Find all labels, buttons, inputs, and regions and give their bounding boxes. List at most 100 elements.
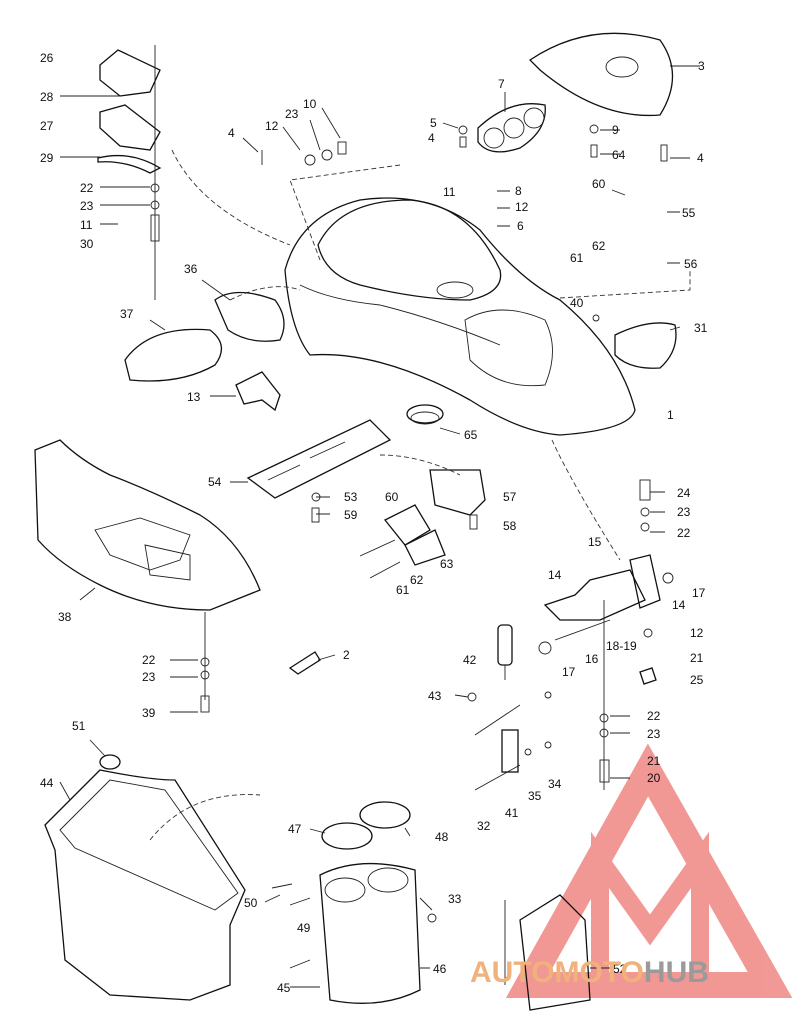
leader-lines [59, 65, 700, 988]
callout-22: 22 [142, 653, 156, 667]
callout-23: 23 [285, 107, 299, 121]
callout-51: 51 [72, 719, 86, 733]
callout-15: 15 [588, 535, 602, 549]
handle-and-seal [235, 371, 444, 425]
callout-1: 1 [667, 408, 674, 422]
callout-17: 17 [692, 586, 706, 600]
callout-63: 63 [440, 557, 454, 571]
callout-11: 11 [443, 185, 456, 199]
callout-12: 12 [265, 119, 279, 133]
callout-25: 25 [690, 673, 704, 687]
mirror-assembly [124, 291, 677, 382]
callout-22: 22 [647, 709, 661, 723]
callout-47: 47 [288, 822, 302, 836]
callout-65: 65 [464, 428, 478, 442]
callout-32: 32 [477, 819, 491, 833]
callout-41: 41 [505, 806, 519, 820]
watermark-automoto: AUTOMOTO [470, 956, 644, 989]
callout-20: 20 [647, 771, 661, 785]
callout-16: 16 [585, 652, 599, 666]
callout-7: 7 [498, 77, 505, 91]
callout-44: 44 [40, 776, 54, 790]
callout-49: 49 [297, 921, 311, 935]
callout-57: 57 [503, 490, 517, 504]
callout-12: 12 [690, 626, 704, 640]
callout-14: 14 [548, 568, 562, 582]
callout-4: 4 [228, 126, 235, 140]
callout-53: 53 [344, 490, 358, 504]
callout-62: 62 [410, 573, 424, 587]
glove-box [271, 801, 437, 1004]
callout-4: 4 [697, 151, 704, 165]
callout-14: 14 [672, 598, 686, 612]
callout-55: 55 [682, 206, 696, 220]
callout-37: 37 [120, 307, 134, 321]
callout-24: 24 [677, 486, 691, 500]
callout-46: 46 [433, 962, 447, 976]
callout-40: 40 [570, 296, 584, 310]
callout-23: 23 [142, 670, 156, 684]
callout-38: 38 [58, 610, 72, 624]
callout-23: 23 [677, 505, 691, 519]
callout-11: 11 [80, 218, 93, 232]
lower-panel [34, 439, 321, 713]
callout-36: 36 [184, 262, 198, 276]
callout-56: 56 [684, 257, 698, 271]
callout-23: 23 [80, 199, 94, 213]
callout-27: 27 [40, 119, 54, 133]
callout-22: 22 [80, 181, 94, 195]
callout-labels: 26 28 27 29 22 23 11 30 4 12 23 10 7 5 4… [40, 51, 708, 995]
callout-21: 21 [690, 651, 704, 665]
callout-8: 8 [515, 184, 522, 198]
callout-50: 50 [244, 896, 258, 910]
bracket-and-harness [246, 419, 486, 579]
callout-62: 62 [592, 239, 606, 253]
callout-54: 54 [208, 475, 222, 489]
callout-61: 61 [396, 583, 410, 597]
callout-28: 28 [40, 90, 54, 104]
callout-60: 60 [592, 177, 606, 191]
cover-assembly [97, 45, 291, 300]
callout-58: 58 [503, 519, 517, 533]
callout-9: 9 [612, 123, 619, 137]
callout-60: 60 [385, 490, 399, 504]
callout-23: 23 [647, 727, 661, 741]
callout-2: 2 [343, 648, 350, 662]
callout-17: 17 [562, 665, 576, 679]
callout-42: 42 [463, 653, 477, 667]
gas-spring [467, 624, 552, 791]
windshield-assembly [261, 32, 674, 166]
callout-12: 12 [515, 200, 529, 214]
callout-35: 35 [528, 789, 542, 803]
callout-59: 59 [344, 508, 358, 522]
main-hull-body [229, 164, 691, 436]
callout-18-19: 18-19 [606, 639, 637, 653]
tool-kit [504, 894, 591, 1011]
watermark-logo [505, 743, 793, 998]
callout-4: 4 [428, 131, 435, 145]
steering-mechanism [538, 439, 674, 790]
callout-30: 30 [80, 237, 94, 251]
callout-52: 52 [613, 962, 627, 976]
callout-26: 26 [40, 51, 54, 65]
callout-21: 21 [647, 754, 661, 768]
callout-33: 33 [448, 892, 462, 906]
callout-39: 39 [142, 706, 156, 720]
callout-5: 5 [430, 116, 437, 130]
callout-13: 13 [187, 390, 201, 404]
callout-61: 61 [570, 251, 584, 265]
callout-3: 3 [698, 59, 705, 73]
callout-31: 31 [694, 321, 708, 335]
callout-43: 43 [428, 689, 442, 703]
watermark-text-a: AUTOMOTOHUB [470, 956, 709, 989]
callout-48: 48 [435, 830, 449, 844]
callout-22: 22 [677, 526, 691, 540]
callout-29: 29 [40, 151, 54, 165]
callout-64: 64 [612, 148, 626, 162]
callout-6: 6 [517, 219, 524, 233]
storage-bin [44, 754, 261, 1001]
callout-45: 45 [277, 981, 291, 995]
watermark-hub: HUB [644, 956, 709, 989]
callout-10: 10 [303, 97, 317, 111]
